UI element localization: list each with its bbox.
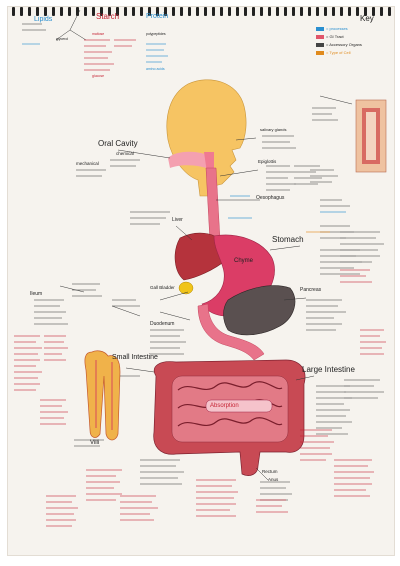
binding-ring xyxy=(76,7,79,16)
key-swatch-processes xyxy=(316,27,324,31)
binding-ring xyxy=(236,7,239,16)
gall-bladder-label: Gall Bladder xyxy=(150,285,175,290)
small-intestine-label: Small Intestine xyxy=(112,354,158,361)
key-title: Key xyxy=(360,14,374,23)
rectum-label: Rectum xyxy=(262,469,278,474)
liver-label: Liver xyxy=(172,217,183,223)
binding-ring xyxy=(212,7,215,16)
duodenum-label: Duodenum xyxy=(150,321,175,327)
binding-ring xyxy=(132,7,135,16)
binding-ring xyxy=(188,7,191,16)
anus-label: Anus xyxy=(268,477,279,482)
binding-ring xyxy=(44,7,47,16)
salivary-label: salivary glands xyxy=(260,127,287,132)
oral-cavity-label: Oral Cavity xyxy=(98,139,138,148)
binding-ring xyxy=(28,7,31,16)
maltose-label: maltose xyxy=(92,32,105,36)
binding-ring xyxy=(140,7,143,16)
key-swatch-gi xyxy=(316,35,324,39)
binding-ring xyxy=(364,7,367,16)
binding-ring xyxy=(324,7,327,16)
binding-ring xyxy=(292,7,295,16)
gall-bladder-organ xyxy=(178,281,194,295)
binding-ring xyxy=(196,7,199,16)
binding-ring xyxy=(52,7,55,16)
key-item-accessory: = Accessory Organs xyxy=(326,42,362,47)
starch-label: Starch xyxy=(96,12,120,21)
connector-lines xyxy=(55,9,353,481)
pancreas-label: Pancreas xyxy=(300,287,322,293)
glucose-label: glucose xyxy=(92,74,105,78)
binding-ring xyxy=(308,7,311,16)
handwritten-notes xyxy=(22,23,384,501)
key-item-gi: = GI Tract xyxy=(326,34,344,39)
binding-ring xyxy=(108,7,111,16)
binding-ring xyxy=(276,7,279,16)
binding-ring xyxy=(284,7,287,16)
binding-ring xyxy=(100,7,103,16)
binding-ring xyxy=(180,7,183,16)
absorption-label: Absorption xyxy=(210,403,239,409)
mechanical-label: mechanical xyxy=(76,161,99,166)
binding-ring xyxy=(60,7,63,16)
binding-ring xyxy=(348,7,351,16)
binding-ring xyxy=(116,7,119,16)
binding-ring xyxy=(12,7,15,16)
binding-ring xyxy=(260,7,263,16)
villi-label: Villi xyxy=(90,440,100,446)
binding-ring xyxy=(124,7,127,16)
polypeptides-label: polypeptides xyxy=(146,32,166,36)
binding-ring xyxy=(388,7,391,16)
binding-ring xyxy=(316,7,319,16)
chemical-label: chemical xyxy=(116,151,134,156)
pancreas-organ xyxy=(223,285,296,336)
protein-label: Protein xyxy=(146,13,169,20)
absorption-banner xyxy=(205,399,273,413)
chyme-label: Chyme xyxy=(234,258,254,264)
lipids-label: Lipids xyxy=(34,16,53,23)
key-item-cell: = Type of Cell xyxy=(326,50,351,55)
binding-ring xyxy=(220,7,223,16)
binding-ring xyxy=(204,7,207,16)
binding-ring xyxy=(380,7,383,16)
glycerol-label: glycerol xyxy=(56,37,69,41)
binding-ring xyxy=(372,7,375,16)
key-swatch-cell xyxy=(316,51,324,55)
binding-ring xyxy=(228,7,231,16)
binding-ring xyxy=(172,7,175,16)
red-notes xyxy=(14,39,386,527)
duodenum-tube xyxy=(197,303,265,361)
stomach-label: Stomach xyxy=(272,235,304,244)
binding-ring xyxy=(148,7,151,16)
blue-notes xyxy=(22,43,346,219)
binding-ring xyxy=(332,7,335,16)
amino-acids-label: amino acids xyxy=(146,67,165,71)
binding-ring xyxy=(92,7,95,16)
large-intestine-label: Large Intestine xyxy=(302,365,355,374)
binding-ring xyxy=(68,7,71,16)
head-silhouette xyxy=(166,79,247,197)
spiral-binding xyxy=(8,7,394,16)
ileum-label: Ileum xyxy=(30,291,43,297)
epiglottis-label: Epiglottis xyxy=(258,159,277,164)
binding-ring xyxy=(268,7,271,16)
key-swatch-accessory xyxy=(316,43,324,47)
key-item-processes: = processes xyxy=(326,26,348,31)
binding-ring xyxy=(340,7,343,16)
binding-ring xyxy=(36,7,39,16)
oesophagus-label: Oesophagus xyxy=(256,195,285,201)
binding-ring xyxy=(164,7,167,16)
binding-ring xyxy=(300,7,303,16)
binding-ring xyxy=(356,7,359,16)
mouth-cavity xyxy=(168,151,212,170)
binding-ring xyxy=(244,7,247,16)
binding-ring xyxy=(20,7,23,16)
villi-drawing xyxy=(84,350,121,441)
binding-ring xyxy=(252,7,255,16)
binding-ring xyxy=(156,7,159,16)
liver-organ xyxy=(174,232,227,281)
binding-ring xyxy=(84,7,87,16)
